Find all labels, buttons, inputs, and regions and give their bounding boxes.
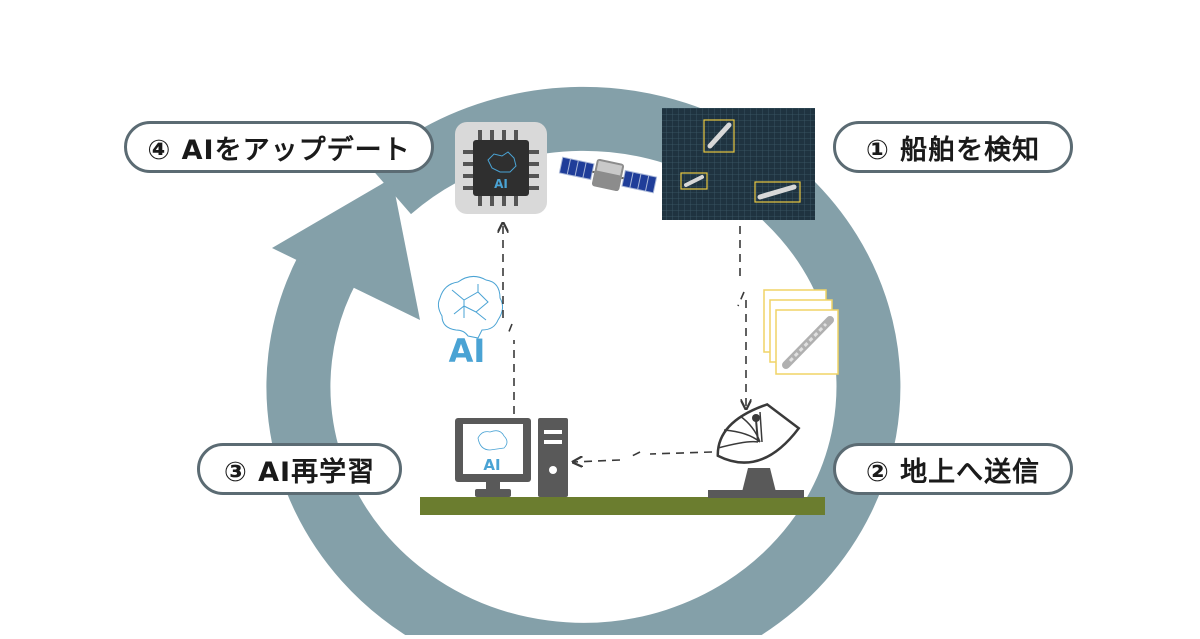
- satellite-dish-icon: [708, 400, 804, 498]
- chip-label: AI: [494, 177, 508, 191]
- step-1-detect-ships: ① 船舶を検知: [833, 121, 1073, 173]
- ship-image-stack-icon: [764, 290, 838, 374]
- step-2-downlink: ② 地上へ送信: [833, 443, 1073, 495]
- step-4-update-ai: ④ AIをアップデート: [124, 121, 434, 173]
- ground-bar: [420, 497, 825, 515]
- monitor-ai-label: AI: [483, 456, 500, 474]
- flow-arrow-left: [574, 452, 712, 462]
- step-3-retrain-ai: ③ AI再学習: [197, 443, 402, 495]
- ai-chip-icon: AI: [455, 122, 547, 214]
- flow-arrow-up: [503, 224, 514, 414]
- brain-ai-label: AI: [449, 332, 486, 370]
- brain-ai-icon: [438, 276, 502, 338]
- flow-arrow-down: [738, 226, 746, 408]
- computer-icon: AI: [455, 418, 568, 497]
- satellite-icon: [558, 151, 658, 198]
- satellite-image-panel: [662, 108, 815, 220]
